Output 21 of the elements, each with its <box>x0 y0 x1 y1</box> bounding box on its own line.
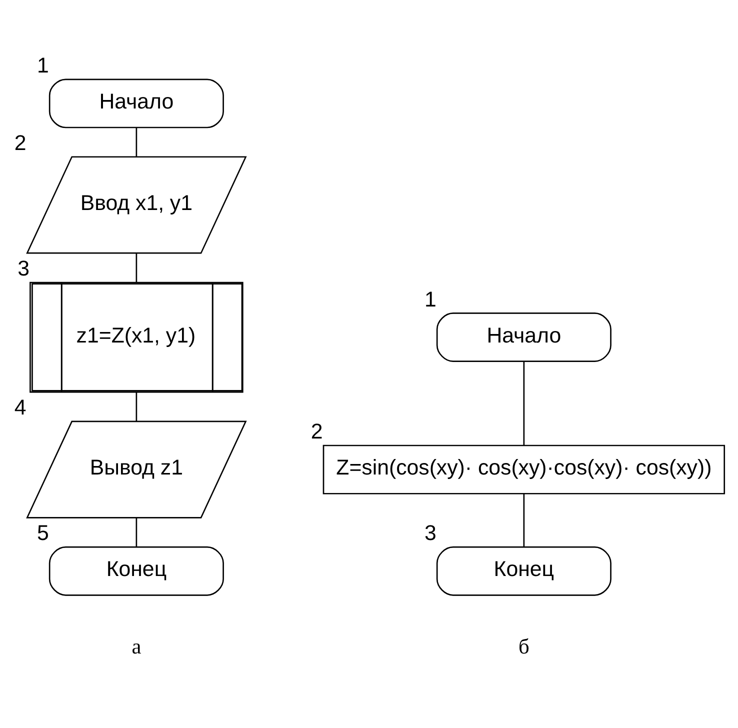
node-box: Z=sin(cos(xy)· cos(xy)·cos(xy)· cos(xy)) <box>322 444 726 494</box>
node-label: 4 <box>14 396 26 420</box>
node-box: Начало <box>436 312 612 362</box>
node-label: 1 <box>36 53 49 78</box>
connector <box>136 392 138 422</box>
node-box: Конец <box>48 546 224 596</box>
connector <box>523 494 525 547</box>
connector <box>136 518 138 547</box>
node-label: 2 <box>310 420 323 444</box>
connector <box>136 128 138 157</box>
node-label: 5 <box>36 521 49 546</box>
node-label: 3 <box>18 256 30 281</box>
node-label: 1 <box>424 287 436 312</box>
node-label: 3 <box>424 521 436 546</box>
connector <box>136 253 138 282</box>
node-box: Начало <box>48 78 224 128</box>
label: а <box>132 634 142 659</box>
node-box: Конец <box>436 546 612 596</box>
label: б <box>518 634 530 659</box>
node-label: 2 <box>14 130 26 155</box>
connector <box>523 362 525 446</box>
